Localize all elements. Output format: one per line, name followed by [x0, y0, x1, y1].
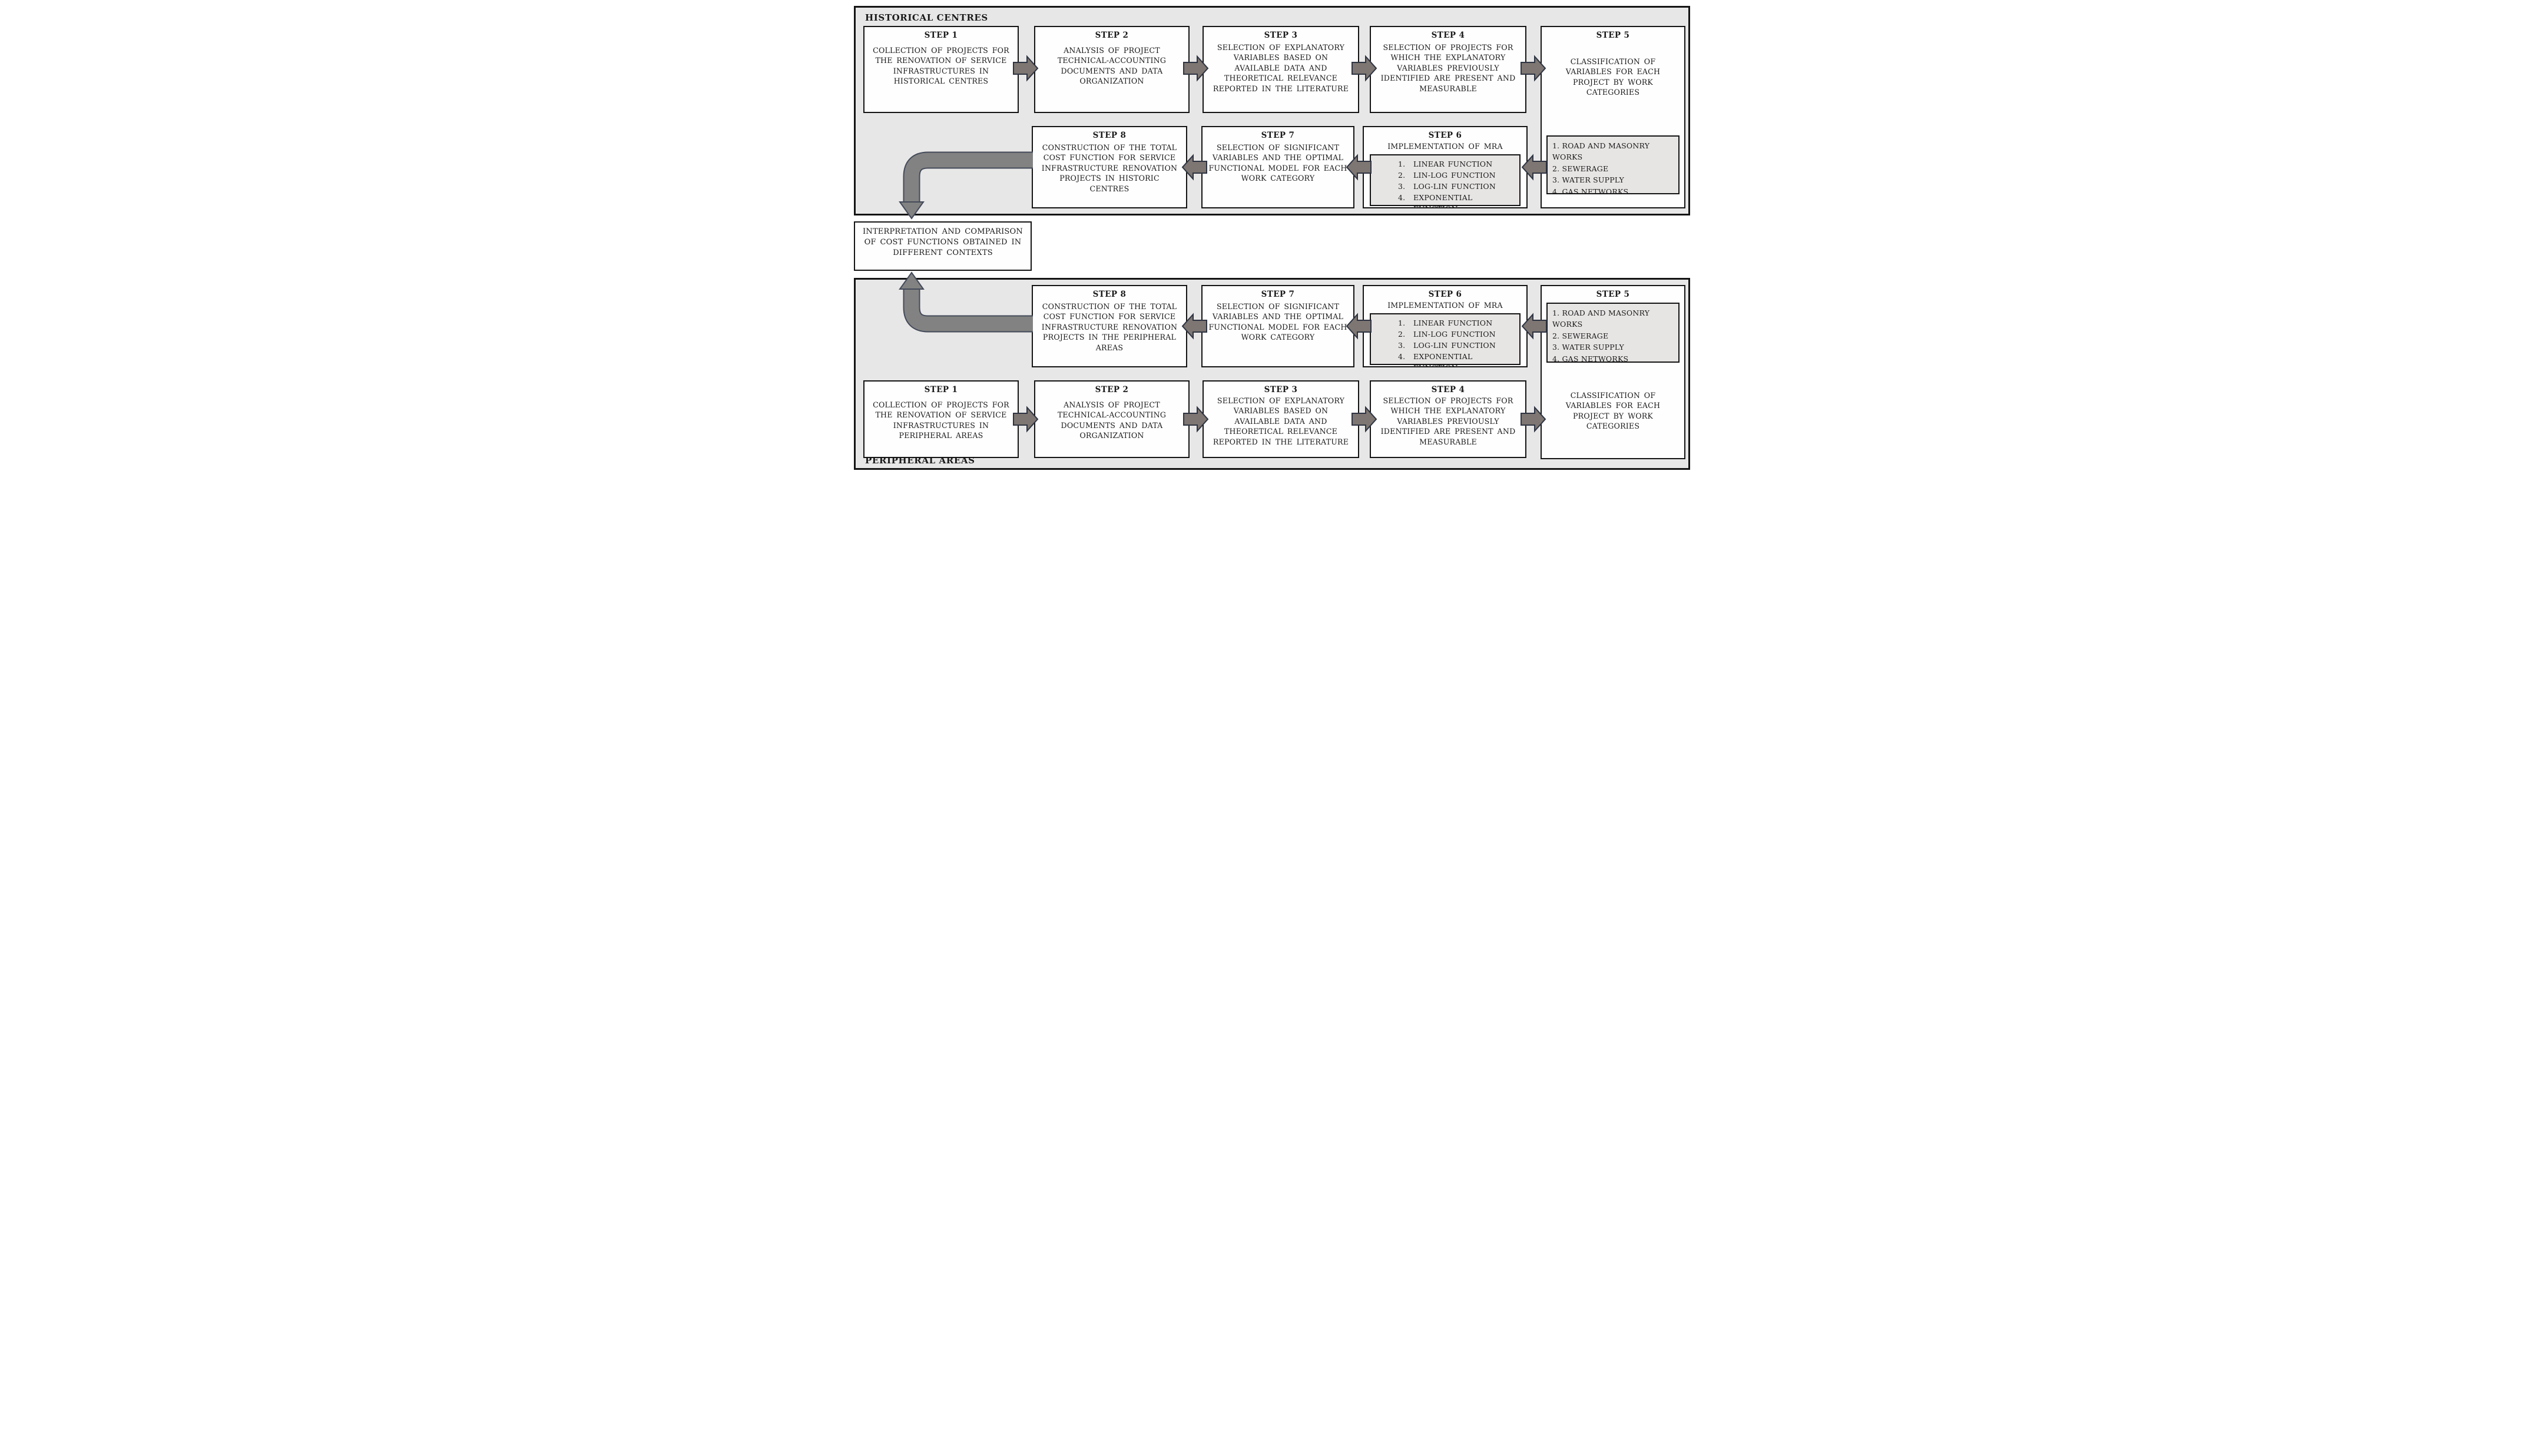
item-number: 4.: [1398, 193, 1406, 202]
peripheral-work-categories-box: 1. ROAD AND MASONRY WORKS 2. SEWERAGE 3.…: [1546, 303, 1680, 363]
historical-centres-label: HISTORICAL CENTRES: [865, 12, 988, 23]
step-title: STEP 3: [1264, 385, 1298, 394]
item-label: LOG-LIN FUNCTION: [1413, 182, 1496, 191]
peripheral-step5-box: STEP 5 1. ROAD AND MASONRY WORKS 2. SEWE…: [1541, 285, 1685, 459]
step-body: CLASSIFICATION OF VARIABLES FOR EACH PRO…: [1565, 391, 1661, 431]
step-title: STEP 7: [1261, 290, 1295, 299]
step-body: CONSTRUCTION OF THE TOTAL COST FUNCTION …: [1041, 302, 1178, 352]
work-categories-list: 1. ROAD AND MASONRY WORKS 2. SEWERAGE 3.…: [1548, 304, 1678, 364]
work-category-item: 4. GAS NETWORKS: [1552, 354, 1629, 363]
step-title: STEP 4: [1431, 31, 1465, 40]
item-number: 1.: [1398, 160, 1406, 168]
step-title: STEP 7: [1261, 131, 1295, 140]
mra-function-item: 1. LINEAR FUNCTION: [1398, 317, 1517, 329]
work-category-item: 2. SEWERAGE: [1552, 331, 1609, 340]
step-body: SELECTION OF PROJECTS FOR WHICH THE EXPL…: [1380, 396, 1516, 446]
historical-step6-box: STEP 6 IMPLEMENTATION OF MRA 1. LINEAR FU…: [1363, 126, 1528, 208]
item-label: EXPONENTIAL FUNCTION: [1413, 352, 1473, 366]
peripheral-step7-box: STEP 7 SELECTION OF SIGNIFICANT VARIABLE…: [1201, 285, 1354, 367]
work-categories-list: 1. ROAD AND MASONRY WORKS 2. SEWERAGE 3.…: [1548, 137, 1678, 197]
step-title: STEP 8: [1092, 290, 1127, 299]
item-number: 2.: [1398, 330, 1406, 339]
step-body: SELECTION OF PROJECTS FOR WHICH THE EXPL…: [1380, 43, 1516, 93]
peripheral-mra-functions-box: 1. LINEAR FUNCTION 2. LIN-LOG FUNCTION 3. L…: [1370, 313, 1521, 366]
step-body: SELECTION OF EXPLANATORY VARIABLES BASED…: [1213, 396, 1349, 446]
mra-function-item: 1. LINEAR FUNCTION: [1398, 158, 1517, 170]
mra-function-item: 3. LOG-LIN FUNCTION: [1398, 340, 1517, 351]
peripheral-step4-box: STEP 4 SELECTION OF PROJECTS FOR WHICH T…: [1370, 380, 1526, 458]
step-body: COLLECTION OF PROJECTS FOR THE RENOVATIO…: [873, 400, 1009, 440]
step-title: STEP 8: [1092, 131, 1127, 140]
step-body: IMPLEMENTATION OF MRA: [1387, 142, 1503, 151]
step-body: IMPLEMENTATION OF MRA: [1387, 301, 1503, 310]
item-label: LIN-LOG FUNCTION: [1413, 330, 1496, 339]
item-number: 3.: [1398, 182, 1406, 191]
historical-step2-box: STEP 2 ANALYSIS OF PROJECT TECHNICAL-ACC…: [1034, 26, 1190, 113]
work-category-item: 1. ROAD AND MASONRY WORKS: [1552, 141, 1650, 162]
step-title: STEP 6: [1428, 290, 1462, 299]
mra-function-item: 2. LIN-LOG FUNCTION: [1398, 329, 1517, 340]
step-body: ANALYSIS OF PROJECT TECHNICAL-ACCOUNTING…: [1057, 46, 1167, 86]
work-category-item: 4. GAS NETWORKS: [1552, 187, 1629, 196]
item-number: 1.: [1398, 319, 1406, 327]
peripheral-step8-box: STEP 8 CONSTRUCTION OF THE TOTAL COST FU…: [1032, 285, 1187, 367]
step-title: STEP 2: [1095, 31, 1129, 40]
historical-step7-box: STEP 7 SELECTION OF SIGNIFICANT VARIABLE…: [1201, 126, 1354, 208]
item-number: 3.: [1398, 341, 1406, 350]
step-body: SELECTION OF EXPLANATORY VARIABLES BASED…: [1213, 43, 1349, 93]
step-title: STEP 5: [1596, 290, 1630, 299]
step-title: STEP 6: [1428, 131, 1462, 140]
methodology-flowchart: HISTORICAL CENTRES STEP 1 COLLECTION OF …: [848, 0, 1696, 485]
step-body: COLLECTION OF PROJECTS FOR THE RENOVATIO…: [873, 46, 1009, 86]
historical-step5-box: STEP 5 CLASSIFICATION OF VARIABLES FOR E…: [1541, 26, 1685, 208]
peripheral-step6-box: STEP 6 IMPLEMENTATION OF MRA 1. LINEAR FU…: [1363, 285, 1528, 367]
step-body: SELECTION OF SIGNIFICANT VARIABLES AND T…: [1208, 143, 1347, 183]
historical-mra-functions-box: 1. LINEAR FUNCTION 2. LIN-LOG FUNCTION 3. L…: [1370, 154, 1521, 207]
historical-step8-box: STEP 8 CONSTRUCTION OF THE TOTAL COST FU…: [1032, 126, 1187, 208]
step-title: STEP 2: [1095, 385, 1129, 394]
peripheral-step2-box: STEP 2 ANALYSIS OF PROJECT TECHNICAL-ACC…: [1034, 380, 1190, 458]
mra-function-item: 2. LIN-LOG FUNCTION: [1398, 170, 1517, 181]
mra-functions-list: 1. LINEAR FUNCTION 2. LIN-LOG FUNCTION 3. L…: [1371, 314, 1519, 366]
historical-step1-box: STEP 1 COLLECTION OF PROJECTS FOR THE RE…: [863, 26, 1019, 113]
mra-function-item: 4. EXPONENTIAL FUNCTION: [1398, 192, 1517, 207]
step-title: STEP 3: [1264, 31, 1298, 40]
item-number: 4.: [1398, 352, 1406, 361]
step-title: STEP 1: [924, 31, 958, 40]
peripheral-step3-box: STEP 3 SELECTION OF EXPLANATORY VARIABLE…: [1203, 380, 1359, 458]
historical-step3-box: STEP 3 SELECTION OF EXPLANATORY VARIABLE…: [1203, 26, 1359, 113]
work-category-item: 3. WATER SUPPLY: [1552, 175, 1624, 185]
work-category-item: 1. ROAD AND MASONRY WORKS: [1552, 309, 1650, 329]
mra-functions-list: 1. LINEAR FUNCTION 2. LIN-LOG FUNCTION 3. L…: [1371, 155, 1519, 207]
item-label: LOG-LIN FUNCTION: [1413, 341, 1496, 350]
step-title: STEP 5: [1596, 31, 1630, 40]
work-category-item: 3. WATER SUPPLY: [1552, 343, 1624, 352]
step-body: CONSTRUCTION OF THE TOTAL COST FUNCTION …: [1041, 143, 1178, 193]
step-title: STEP 1: [924, 385, 958, 394]
interpretation-box: INTERPRETATION AND COMPARISON OF COST FU…: [854, 221, 1032, 271]
work-category-item: 2. SEWERAGE: [1552, 164, 1609, 173]
interpretation-text: INTERPRETATION AND COMPARISON OF COST FU…: [863, 227, 1023, 257]
step-body: SELECTION OF SIGNIFICANT VARIABLES AND T…: [1208, 302, 1347, 342]
mra-function-item: 4. EXPONENTIAL FUNCTION: [1398, 351, 1517, 366]
mra-function-item: 3. LOG-LIN FUNCTION: [1398, 181, 1517, 192]
item-label: LINEAR FUNCTION: [1413, 319, 1493, 327]
step-body: ANALYSIS OF PROJECT TECHNICAL-ACCOUNTING…: [1057, 400, 1167, 440]
historical-step4-box: STEP 4 SELECTION OF PROJECTS FOR WHICH T…: [1370, 26, 1526, 113]
item-label: LIN-LOG FUNCTION: [1413, 171, 1496, 180]
item-label: EXPONENTIAL FUNCTION: [1413, 193, 1473, 207]
item-number: 2.: [1398, 171, 1406, 180]
step-title: STEP 4: [1431, 385, 1465, 394]
historical-work-categories-box: 1. ROAD AND MASONRY WORKS 2. SEWERAGE 3.…: [1546, 135, 1680, 197]
item-label: LINEAR FUNCTION: [1413, 160, 1493, 168]
step-body: CLASSIFICATION OF VARIABLES FOR EACH PRO…: [1565, 57, 1661, 97]
peripheral-step1-box: STEP 1 COLLECTION OF PROJECTS FOR THE RE…: [863, 380, 1019, 458]
